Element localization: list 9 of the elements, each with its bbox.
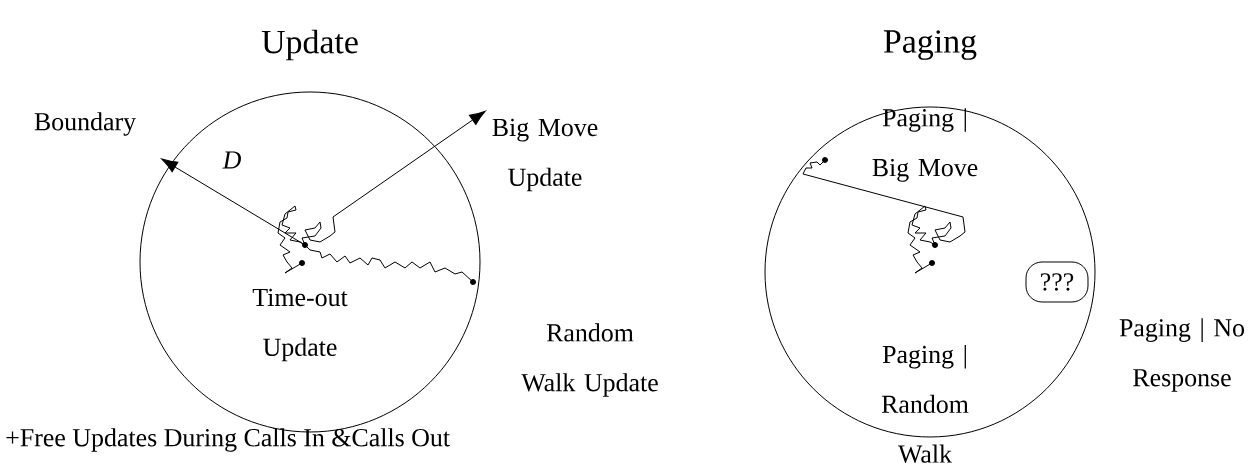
node-label: Paging bbox=[883, 30, 977, 60]
label: D bbox=[222, 151, 241, 169]
node-label: Update bbox=[261, 29, 358, 61]
label: Random Walk Update bbox=[521, 323, 658, 397]
label: +Free Updates During Calls In &Calls Out bbox=[6, 428, 450, 452]
label: Paging | No Response bbox=[1119, 318, 1245, 392]
label: Paging | Random Walk bbox=[881, 345, 969, 463]
label: Time-out Update bbox=[252, 288, 348, 362]
label: Paging | Big Move bbox=[872, 108, 978, 182]
